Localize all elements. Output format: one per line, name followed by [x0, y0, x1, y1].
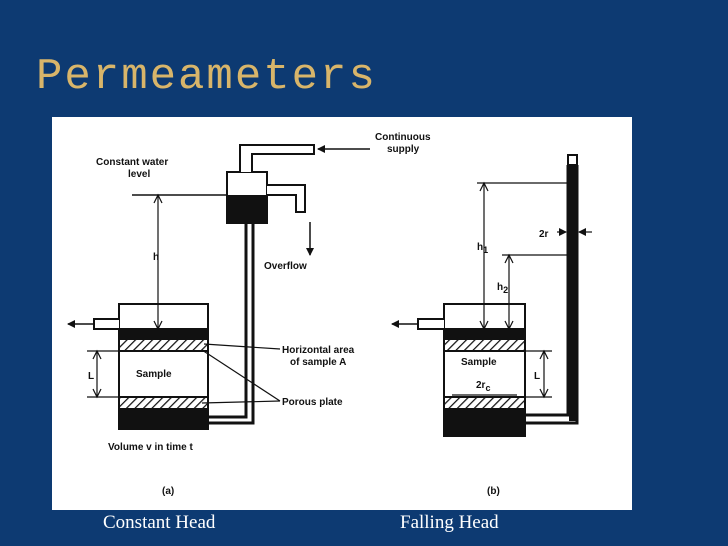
standpipe-top [567, 154, 578, 166]
label-sample-b: Sample [461, 357, 497, 368]
label-constant-water-level-2: level [128, 169, 150, 180]
constant-head-apparatus [67, 144, 370, 430]
falling-outlet-spout [417, 318, 444, 330]
permeameter-diagram: Constant water level h Continuous supply… [67, 132, 592, 497]
reservoir-upper [226, 171, 268, 197]
label-porous-plate: Porous plate [282, 397, 343, 408]
label-overflow: Overflow [264, 261, 307, 272]
caption-falling-head: Falling Head [400, 512, 499, 533]
standpipe-water [569, 165, 576, 421]
falling-head-apparatus [391, 154, 592, 437]
label-continuous-supply-1: Continuous [375, 132, 431, 143]
label-horizontal-area-2: of sample A [290, 357, 346, 368]
overflow-spout [267, 184, 306, 213]
label-volume: Volume v in time t [108, 442, 193, 453]
porous-leader-1 [201, 349, 281, 402]
connecting-tube-outer [208, 223, 255, 425]
label-h: h [153, 252, 159, 263]
standpipe-outer [525, 165, 579, 425]
reservoir-water [226, 195, 268, 224]
standpipe-inner [525, 165, 570, 417]
porous-plate-bottom [118, 396, 209, 410]
label-panel-b: (b) [487, 486, 500, 497]
label-2r: 2r [539, 229, 549, 240]
falling-water-layer [443, 328, 526, 338]
falling-porous-top [443, 338, 526, 352]
label-h2: h2 [497, 282, 508, 295]
falling-length-arrows [539, 349, 549, 399]
supply-pipe [239, 144, 315, 172]
falling-porous-bottom [443, 396, 526, 410]
connecting-tube-inner [208, 223, 248, 419]
label-2rc: 2rc [476, 380, 490, 393]
porous-plate-top [118, 338, 209, 352]
head-arrow-top [153, 193, 163, 204]
length-arrows [92, 349, 102, 399]
cylinder-base [118, 408, 209, 430]
porous-leader-2 [201, 400, 281, 404]
permeameter-diagram-panel: Constant water level h Continuous supply… [52, 117, 632, 510]
label-length-b: L [534, 371, 540, 382]
label-horizontal-area-1: Horizontal area [282, 345, 355, 356]
outlet-spout [93, 318, 119, 330]
falling-cylinder-base [443, 408, 526, 437]
label-constant-water-level-1: Constant water [96, 157, 168, 168]
label-h1: h1 [477, 242, 488, 255]
area-leader [203, 343, 281, 350]
water-layer [118, 328, 209, 338]
h2-arrows [504, 253, 514, 331]
caption-constant-head: Constant Head [103, 512, 216, 533]
label-length-a: L [88, 371, 94, 382]
label-panel-a: (a) [162, 486, 174, 497]
label-sample-a: Sample [136, 369, 172, 380]
head-arrow-bottom [153, 320, 163, 331]
slide-title: Permeameters [36, 52, 377, 102]
label-continuous-supply-2: supply [387, 144, 420, 155]
h1-arrows [479, 181, 489, 331]
